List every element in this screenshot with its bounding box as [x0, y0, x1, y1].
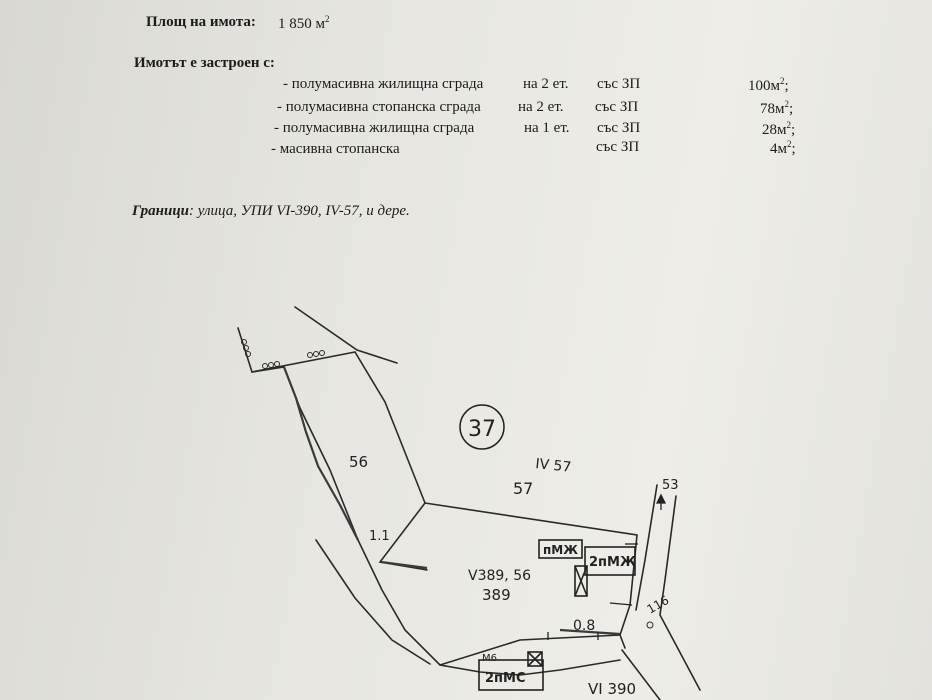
- boundary-line: [439, 634, 621, 666]
- label-57: 57: [513, 479, 533, 498]
- street-line: [621, 649, 661, 700]
- borders-label: Граници: [132, 203, 189, 219]
- building-2pms: [478, 659, 544, 691]
- building-floors: на 2 ет.: [518, 99, 564, 115]
- building-area: 4м2;: [770, 139, 796, 157]
- boundary-line: [354, 351, 426, 504]
- building-pmzh: [538, 539, 583, 559]
- boundary-line: [294, 306, 398, 364]
- label-2pms: 2пМС: [485, 671, 526, 686]
- building-area: 78м2;: [760, 99, 794, 117]
- label-v389: V389, 56: [468, 568, 531, 584]
- building-area: 28м2;: [762, 120, 796, 138]
- building-floors: на 1 ет.: [524, 120, 570, 136]
- circle-37-marker: 37: [459, 404, 505, 450]
- label-dim-0-8: 0.8: [573, 618, 595, 634]
- boundary-line: [619, 534, 638, 649]
- label-m6: M6: [482, 653, 497, 664]
- building-desc: - полумасивна жилищна сграда: [283, 76, 484, 92]
- building-area: 100м2;: [748, 76, 789, 94]
- boundary-line: [315, 539, 431, 665]
- area-label: Площ на имота:: [146, 14, 256, 30]
- boundary-line: [237, 327, 521, 676]
- area-value: 1 850 м2: [278, 14, 330, 32]
- label-vi390: VI 390: [588, 680, 636, 698]
- borders-text: : улица, УПИ VI-390, IV-57, и дере.: [189, 203, 410, 219]
- building-zp: със ЗП: [595, 99, 639, 115]
- building-desc: - полумасивна стопанска сграда: [277, 99, 481, 115]
- label-56: 56: [349, 453, 368, 471]
- building-zp: със ЗП: [596, 139, 640, 155]
- label-pmzh: пМЖ: [543, 543, 578, 557]
- label-dim-1-1: 1.1: [369, 529, 390, 544]
- label-116: 116: [645, 593, 672, 617]
- building-zp: със ЗП: [597, 120, 641, 136]
- building-2pmzh: [584, 546, 636, 576]
- label-53: 53: [662, 478, 679, 493]
- label-2pmzh: 2пМЖ: [589, 555, 636, 570]
- label-389: 389: [482, 586, 511, 604]
- boundary-line: [251, 351, 356, 373]
- borders-line: Граници: улица, УПИ VI-390, IV-57, и дер…: [132, 203, 410, 220]
- buildings-heading: Имотът е застроен с:: [134, 55, 275, 71]
- boundary-line: [424, 502, 638, 536]
- building-desc: - масивна стопанска: [271, 141, 400, 157]
- label-iv57: IV 57: [535, 456, 572, 476]
- building-floors: на 2 ет.: [523, 76, 569, 92]
- boundary-line: [378, 502, 428, 571]
- street-line: [635, 484, 658, 611]
- street-line: [659, 495, 701, 691]
- boundary-line: [519, 659, 621, 676]
- building-zp: със ЗП: [597, 76, 641, 92]
- svg-text:37: 37: [468, 417, 496, 442]
- building-desc: - полумасивна жилищна сграда: [274, 120, 475, 136]
